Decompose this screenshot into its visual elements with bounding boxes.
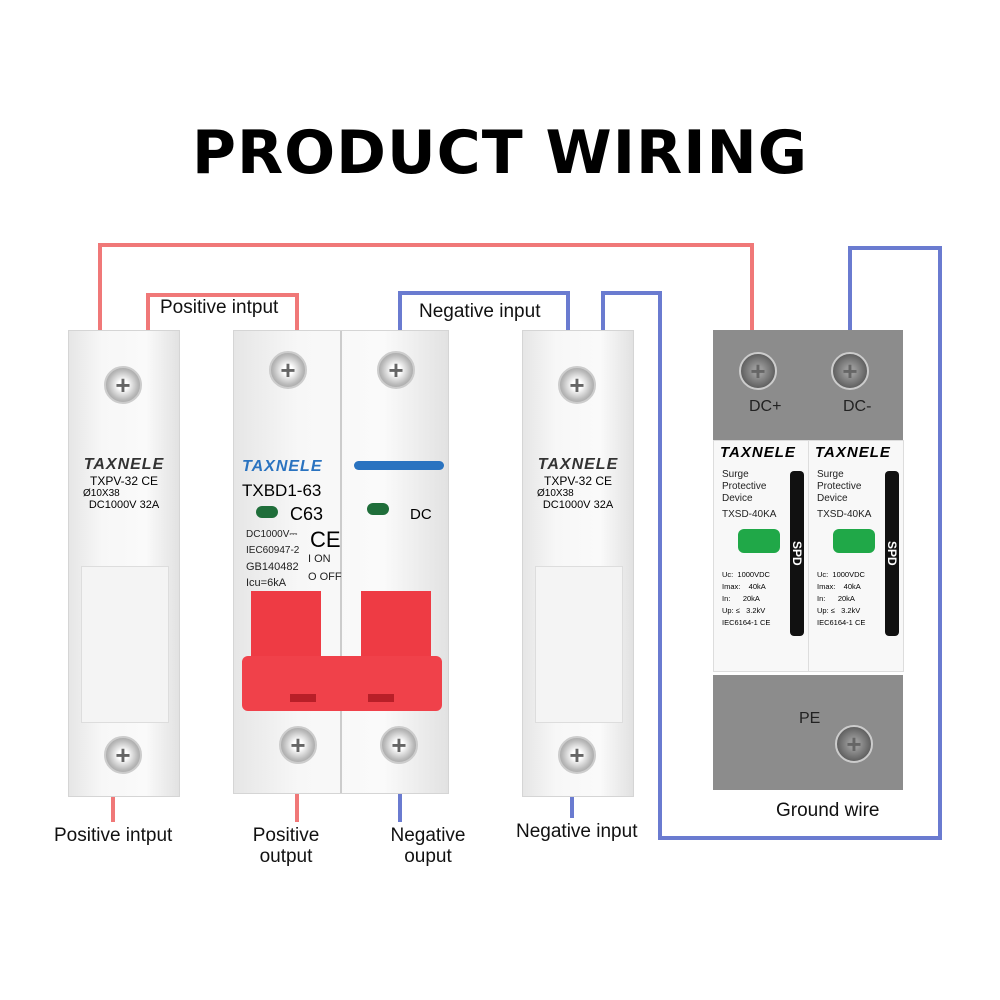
fuse-holder-right: TAXNELE TXPV-32 CE Ø10X38 DC1000V 32A	[522, 330, 634, 797]
toggle-right[interactable]	[361, 591, 431, 661]
negative-wire-spd	[601, 246, 942, 840]
screw-icon	[558, 736, 596, 774]
screw-icon	[831, 352, 869, 390]
toggle-left[interactable]	[251, 591, 321, 661]
screw-icon	[279, 726, 317, 764]
negative-wire-input	[398, 291, 570, 330]
rating-text: DC1000V 32A	[542, 499, 614, 511]
status-indicator	[738, 529, 780, 553]
rating-text: DC1000V 32A	[88, 499, 160, 511]
positive-wire-main	[98, 243, 754, 332]
label-negative-input-top: Negative input	[419, 301, 541, 322]
brand-logo: TAXNELE	[242, 458, 323, 475]
brand-logo: TAXNELE	[83, 456, 165, 473]
page-title: PRODUCT WIRING	[191, 118, 809, 188]
brand-logo: TAXNELE	[537, 456, 619, 473]
dc-label: DC	[410, 506, 432, 523]
label-positive-input-bottom: Positive intput	[54, 825, 173, 846]
off-label: O OFF	[308, 571, 342, 583]
dc-breaker: TAXNELE TXBD1-63 C63 CE DC1000V⎓IEC60947…	[233, 330, 449, 794]
curve-text: C63	[290, 504, 324, 524]
screw-icon	[104, 736, 142, 774]
indicator	[256, 506, 278, 518]
screw-icon	[377, 351, 415, 389]
screw-icon	[104, 366, 142, 404]
blue-stripe	[354, 461, 444, 470]
on-label: I ON	[308, 553, 331, 565]
positive-wire-input	[146, 293, 299, 330]
spd-module-right[interactable]: TAXNELE SPD Surge Protective Device TXSD…	[808, 440, 904, 672]
dc-minus-label: DC-	[843, 398, 872, 415]
model-text: TXPV-32 CE	[543, 474, 613, 488]
screw-icon	[835, 725, 873, 763]
screw-icon	[739, 352, 777, 390]
screw-icon	[558, 366, 596, 404]
fuse-handle[interactable]	[81, 566, 169, 723]
toggle-tie-bar[interactable]	[242, 656, 442, 711]
surge-protective-device: DC+ DC- PE TAXNELE SPD Surge Protective …	[713, 330, 904, 790]
model-text: TXPV-32 CE	[89, 474, 159, 488]
fuse-handle[interactable]	[535, 566, 623, 723]
dc-plus-label: DC+	[749, 398, 782, 415]
fuse-holder-left: TAXNELE TXPV-32 CE Ø10X38 DC1000V 32A	[68, 330, 180, 797]
label-negative-input-bottom: Negative input	[516, 821, 638, 842]
screw-icon	[380, 726, 418, 764]
spd-module-left[interactable]: TAXNELE SPD Surge Protective Device TXSD…	[713, 440, 809, 672]
spd-bottom	[713, 675, 903, 790]
size-text: Ø10X38	[83, 488, 120, 499]
label-positive-input-top: Positive intput	[160, 297, 279, 318]
label-ground-wire: Ground wire	[776, 800, 880, 821]
size-text: Ø10X38	[537, 488, 574, 499]
status-indicator	[833, 529, 875, 553]
screw-icon	[269, 351, 307, 389]
model-text: TXBD1-63	[242, 481, 322, 500]
indicator	[367, 503, 389, 515]
ce-mark: CE	[310, 527, 341, 552]
pe-label: PE	[799, 710, 821, 727]
